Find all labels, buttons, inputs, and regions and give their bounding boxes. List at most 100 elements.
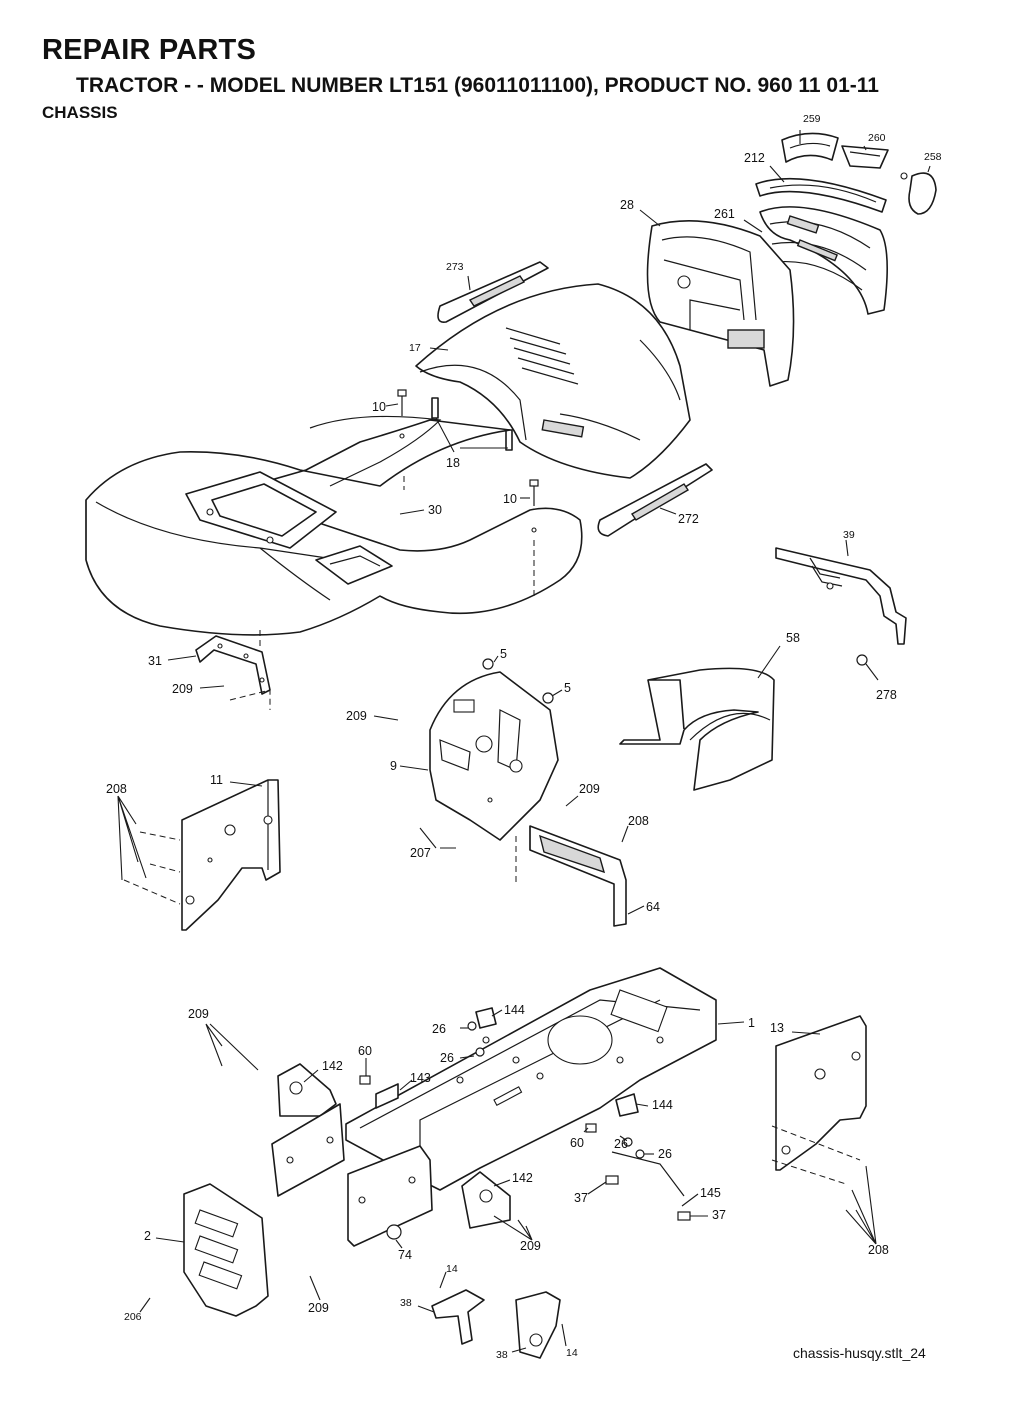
part-11-side-panel — [181, 779, 281, 931]
callout-212: 212 — [744, 151, 765, 165]
callout-26: 26 — [432, 1022, 446, 1036]
callout-209: 209 — [172, 682, 193, 696]
callout-144: 144 — [652, 1098, 673, 1112]
part-39-support — [775, 547, 907, 645]
callout-28: 28 — [620, 198, 634, 212]
part-9-dash-panel — [429, 671, 559, 841]
callout-9: 9 — [390, 759, 397, 773]
part-10-screw — [397, 389, 407, 439]
part-212-trim-strip — [755, 177, 887, 213]
model-subtitle: TRACTOR - - MODEL NUMBER LT151 (96011011… — [76, 74, 879, 97]
part-278-bolt — [856, 654, 868, 666]
part-60-bolt — [359, 1075, 371, 1085]
part-260-lens — [841, 145, 889, 169]
callout-209: 209 — [579, 782, 600, 796]
callout-14: 14 — [566, 1347, 578, 1359]
callout-2: 2 — [144, 1229, 151, 1243]
hood-vents — [505, 327, 579, 385]
callout-209: 209 — [520, 1239, 541, 1253]
callout-145: 145 — [700, 1186, 721, 1200]
callout-17: 17 — [409, 342, 421, 354]
part-26-nut — [635, 1149, 645, 1159]
callout-208: 208 — [868, 1243, 889, 1257]
callout-142: 142 — [322, 1059, 343, 1073]
callout-31: 31 — [148, 654, 162, 668]
callout-258: 258 — [924, 151, 942, 163]
callout-64: 64 — [646, 900, 660, 914]
fender-pedal-cover — [315, 545, 393, 585]
part-5-nut — [482, 658, 494, 670]
callout-26: 26 — [614, 1137, 628, 1151]
callout-208: 208 — [106, 782, 127, 796]
leader-lines — [117, 130, 931, 1353]
part-142-plate — [277, 1063, 337, 1117]
callout-13: 13 — [770, 1021, 784, 1035]
part-143-bracket — [375, 1083, 399, 1109]
callout-38: 38 — [400, 1297, 412, 1309]
callout-5: 5 — [500, 647, 507, 661]
page-title: REPAIR PARTS — [42, 34, 257, 66]
callout-30: 30 — [428, 503, 442, 517]
part-31-bracket — [195, 635, 271, 695]
part-30-fender — [85, 415, 583, 636]
part-142-plate — [347, 1145, 433, 1247]
callout-39: 39 — [843, 529, 855, 541]
section-label: CHASSIS — [42, 103, 118, 122]
part-272-hood-trim — [597, 463, 713, 537]
callout-38: 38 — [496, 1349, 508, 1361]
callout-208: 208 — [628, 814, 649, 828]
part-13-side-panel — [775, 1015, 867, 1171]
callout-272: 272 — [678, 512, 699, 526]
callout-209: 209 — [308, 1301, 329, 1315]
part-28-dash-housing — [646, 220, 795, 387]
part-17-hood — [415, 283, 691, 479]
callout-259: 259 — [803, 113, 821, 125]
part-142-plate — [461, 1171, 511, 1229]
part-38-bracket — [431, 1289, 485, 1345]
part-258-knob — [900, 172, 937, 215]
callout-60: 60 — [570, 1136, 584, 1150]
part-26-nut — [475, 1047, 485, 1057]
callout-207: 207 — [410, 846, 431, 860]
callout-11: 11 — [210, 773, 223, 787]
callout-37: 37 — [574, 1191, 588, 1205]
callout-209: 209 — [188, 1007, 209, 1021]
callout-60: 60 — [358, 1044, 372, 1058]
callout-58: 58 — [786, 631, 800, 645]
part-5-nut — [542, 692, 554, 704]
part-60-bolt — [585, 1123, 597, 1133]
callout-74: 74 — [398, 1248, 412, 1262]
file-reference: chassis-husqy.stlt_24 — [793, 1345, 926, 1361]
callout-1: 1 — [748, 1016, 755, 1030]
callout-142: 142 — [512, 1171, 533, 1185]
callout-10: 10 — [372, 400, 386, 414]
callout-5: 5 — [564, 681, 571, 695]
part-37-bolt — [605, 1175, 619, 1185]
part-259-dash-trim — [781, 132, 839, 163]
callout-18: 18 — [446, 456, 460, 470]
part-145-rod — [611, 1151, 685, 1197]
callout-14: 14 — [446, 1263, 458, 1275]
part-74-spacer — [386, 1224, 402, 1240]
part-2-bracket — [183, 1183, 269, 1317]
callout-206: 206 — [124, 1311, 142, 1323]
callout-26: 26 — [658, 1147, 672, 1161]
fender-center-cover — [185, 471, 337, 549]
part-37-bolt — [677, 1211, 691, 1221]
callout-260: 260 — [868, 132, 886, 144]
callout-144: 144 — [504, 1003, 525, 1017]
part-261-dash-panel — [759, 206, 888, 315]
callout-10: 10 — [503, 492, 517, 506]
part-26-nut — [467, 1021, 477, 1031]
callout-37: 37 — [712, 1208, 726, 1222]
part-142-plate — [271, 1103, 345, 1197]
callout-26: 26 — [440, 1051, 454, 1065]
callout-278: 278 — [876, 688, 897, 702]
callout-143: 143 — [410, 1071, 431, 1085]
callout-261: 261 — [714, 207, 735, 221]
part-144-bracket — [615, 1093, 639, 1117]
part-144-bracket — [475, 1007, 497, 1029]
callout-273: 273 — [446, 261, 464, 273]
part-273-hood-trim — [437, 261, 549, 323]
